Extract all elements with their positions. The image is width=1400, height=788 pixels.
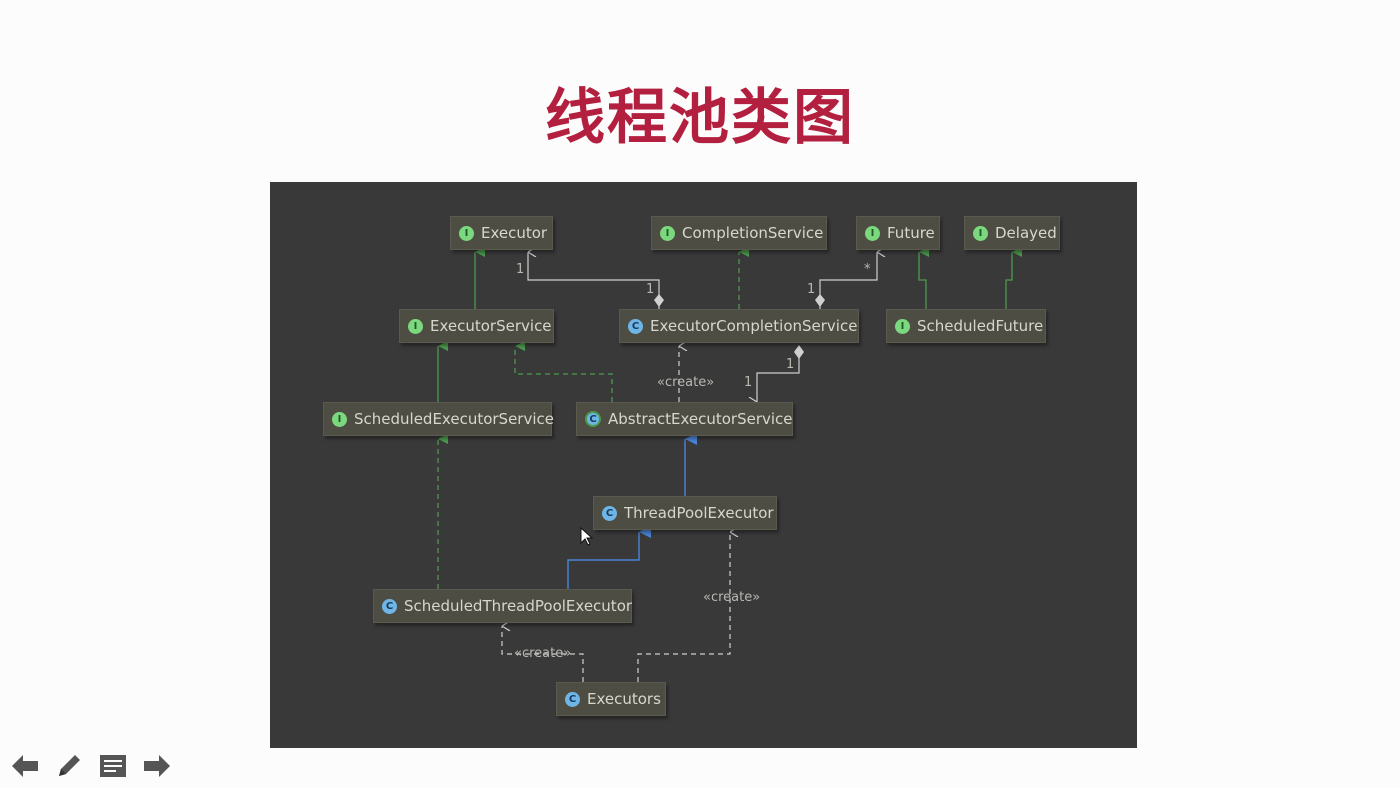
next-slide-button[interactable] (140, 749, 174, 783)
node-abstract-executor-service[interactable]: C AbstractExecutorService (576, 402, 793, 436)
slide-notes-button[interactable] (96, 749, 130, 783)
interface-icon: I (973, 225, 988, 241)
multiplicity-label: 1 (807, 282, 816, 297)
edge-executors-create-tpe (637, 532, 730, 682)
diagram-edges (437, 247, 1022, 682)
node-label: Delayed (995, 224, 1057, 242)
multiplicity-label: 1 (646, 282, 655, 297)
interface-icon: I (660, 225, 675, 241)
node-label: CompletionService (682, 224, 824, 242)
multiplicity-label: 1 (786, 357, 795, 372)
node-label: ScheduledExecutorService (354, 410, 554, 428)
multiplicity-label: 1 (516, 262, 525, 277)
node-label: ExecutorCompletionService (650, 317, 858, 335)
node-executor-completion-service[interactable]: C ExecutorCompletionService (619, 309, 859, 343)
node-label: Executors (587, 690, 661, 708)
class-icon: C (382, 598, 397, 614)
prev-slide-button[interactable] (8, 749, 42, 783)
create-label: «create» (703, 590, 761, 605)
node-executor[interactable]: I Executor (450, 216, 553, 250)
edge-ecs-to-future (815, 252, 877, 309)
node-delayed[interactable]: I Delayed (964, 216, 1060, 250)
arrow-left-icon (12, 755, 38, 777)
edge-aes-implements-executorservice (514, 341, 613, 402)
pen-icon (59, 755, 80, 776)
interface-icon: I (865, 225, 880, 241)
node-completion-service[interactable]: I CompletionService (651, 216, 827, 250)
edge-executors-create-stpe (501, 626, 584, 682)
node-scheduled-thread-pool-executor[interactable]: C ScheduledThreadPoolExecutor (373, 589, 632, 623)
interface-icon: I (459, 225, 474, 241)
class-icon: C (602, 505, 617, 521)
multiplicity-label: * (864, 262, 871, 277)
class-icon: C (565, 691, 580, 707)
class-icon: C (628, 318, 643, 334)
node-executor-service[interactable]: I ExecutorService (399, 309, 554, 343)
mouse-cursor-icon (580, 527, 594, 546)
node-label: ThreadPoolExecutor (624, 504, 774, 522)
abstract-class-icon: C (585, 411, 601, 427)
slide-title: 线程池类图 (545, 83, 855, 153)
node-scheduled-future[interactable]: I ScheduledFuture (886, 309, 1046, 343)
node-label: ScheduledThreadPoolExecutor (404, 597, 633, 615)
class-diagram: 1 1 * 1 1 1 «create» «create» «create» I… (270, 182, 1137, 748)
multiplicity-label: 1 (744, 375, 753, 390)
edge-scheduledfuture-to-future (918, 247, 929, 309)
pen-tool-button[interactable] (52, 749, 86, 783)
interface-icon: I (332, 411, 347, 427)
node-future[interactable]: I Future (856, 216, 940, 250)
node-label: Executor (481, 224, 548, 242)
edge-ecs-to-executor (527, 252, 664, 309)
create-label: «create» (514, 646, 572, 661)
node-label: ScheduledFuture (917, 317, 1044, 335)
interface-icon: I (895, 318, 910, 334)
node-scheduled-executor-service[interactable]: I ScheduledExecutorService (323, 402, 554, 436)
edge-stpe-extends-tpe (567, 526, 651, 589)
node-label: ExecutorService (430, 317, 552, 335)
notes-icon (100, 755, 126, 777)
node-thread-pool-executor[interactable]: C ThreadPoolExecutor (593, 496, 777, 530)
edge-scheduledfuture-to-delayed (1005, 247, 1022, 309)
arrow-right-icon (144, 755, 170, 777)
node-executors[interactable]: C Executors (556, 682, 666, 716)
edge-ecs-to-aes (757, 345, 804, 402)
slide-navigation (8, 748, 174, 784)
node-label: AbstractExecutorService (608, 410, 793, 428)
node-label: Future (887, 224, 935, 242)
create-label: «create» (657, 375, 715, 390)
interface-icon: I (408, 318, 423, 334)
